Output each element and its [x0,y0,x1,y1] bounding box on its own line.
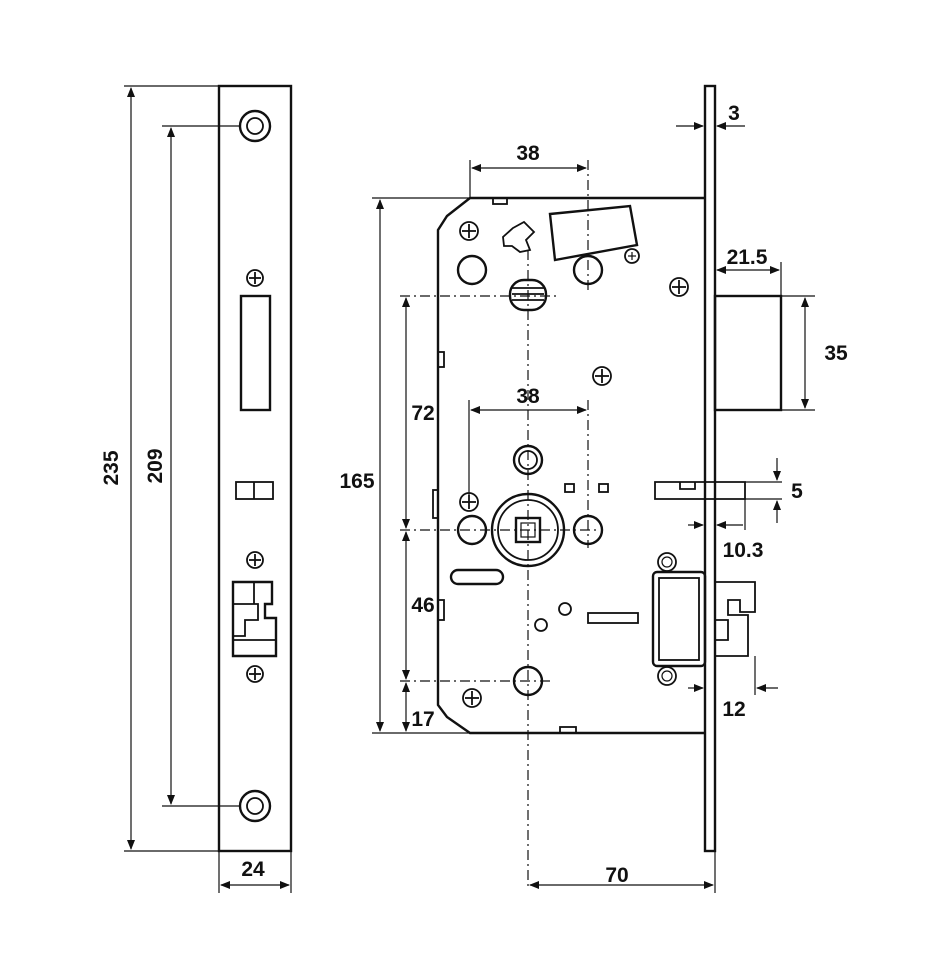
aux-latch [654,481,746,500]
dim-faceplate-width: 24 [241,858,265,881]
faceplate-front-view: 235 209 24 [100,84,293,893]
dim-distance-17: 17 [411,708,434,731]
plus-screw-icon [669,277,689,297]
dim-backset-70: 70 [605,864,628,887]
dim-latch-throw: 12 [722,698,745,721]
faceplate-outline [217,84,293,853]
lever-block [548,204,639,262]
dim-distance-72: 72 [411,402,434,425]
key-shape [502,220,536,253]
dim-body-height: 165 [339,470,374,493]
plus-screw-icon [592,366,612,386]
slot [449,568,505,586]
plus-screw-icon [246,665,264,683]
dim-plate-thickness: 3 [728,102,740,125]
lock-case-outline [436,196,705,735]
dim-slot-height: 5 [791,480,803,503]
dim-latch-offset: 10.3 [723,539,764,562]
top-screw-hole [238,109,272,143]
plus-screw-icon [462,688,482,708]
faceplate-edge [703,84,717,853]
plus-screw-icon [246,269,264,287]
dim-deadbolt-throw: 21.5 [727,246,768,269]
deadbolt-slot [239,294,272,412]
dim-faceplate-length: 235 [100,450,123,485]
bottom-screw-hole [238,789,272,823]
plus-screw-icon [459,221,479,241]
dim-backset-top: 38 [516,142,540,165]
hole [456,254,488,286]
deadbolt [713,294,783,412]
latch-bolt [651,552,756,686]
latch-bolt-face [231,580,278,658]
dim-distance-46: 46 [411,594,434,617]
aux-latch-slot [235,481,274,500]
dim-screw-spacing: 209 [144,448,167,483]
lock-body-side-view: 38 38 165 72 46 17 3 21.5 35 [339,84,848,893]
plus-screw-icon [246,551,264,569]
plus-screw-icon [459,492,479,512]
dim-backset-mid: 38 [516,385,540,408]
dim-deadbolt-height: 35 [824,342,848,365]
